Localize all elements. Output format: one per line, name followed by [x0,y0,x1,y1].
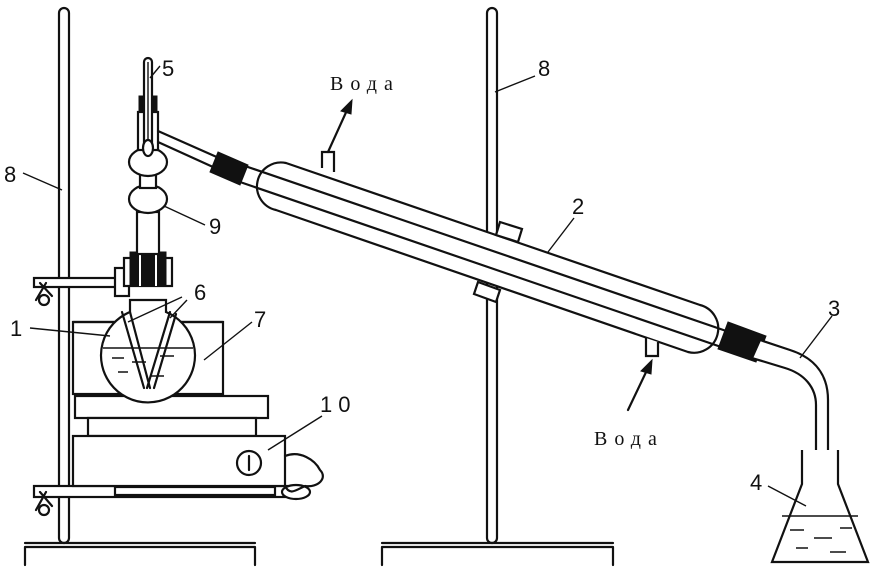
heater-neck [86,416,258,438]
leader-3 [799,315,833,359]
label-7: 7 [254,307,266,332]
heater-top-plate [73,394,270,420]
leader-4 [767,485,807,507]
condenser-clamp-upper [494,220,524,244]
upper-clamp-knob [37,293,51,307]
lower-clamp-knob [37,503,51,517]
leader-6b [169,299,188,319]
thermometer [138,56,158,158]
lower-clamp [32,483,312,517]
column-bulb-lower [127,183,169,215]
condenser-water-inlet [644,338,660,358]
water-flow-arrows [326,98,653,412]
upper-clamp-arm [32,276,126,289]
label-3: 3 [828,296,840,321]
leader-9 [163,205,206,226]
boiling-capillary-2 [145,310,172,390]
label-water-out: Вода [330,73,400,95]
leader-2 [547,217,575,253]
upper-clamp [32,266,131,307]
left-stand-rod [57,6,71,545]
water-out-arrow-head [340,98,353,115]
leader-7 [203,321,253,361]
condenser-clamp-lower [472,280,502,304]
upper-clamp-screw [34,281,54,302]
left-stand [23,6,257,567]
leader-5 [149,65,161,79]
leader-10 [267,415,323,451]
stopper-rubber [129,251,167,287]
boiling-capillary-2b [152,312,178,390]
label-2: 2 [572,194,584,219]
label-8-left: 8 [4,162,16,187]
receiving-flask-body [770,450,870,564]
condenser-water-outlet [320,150,336,172]
label-9: 9 [209,214,221,239]
leader-8-left [22,172,63,191]
heater-cord [283,453,324,493]
lower-clamp-screw [34,490,54,512]
boiling-capillary-1b [128,310,152,390]
leader-8-right [494,75,536,93]
receiving-flask-ripples [790,527,852,553]
side-arm [156,129,249,186]
label-6: 6 [194,280,206,305]
leader-lines [22,65,833,507]
flask-stopper [122,251,174,288]
boiling-capillary-1 [120,310,146,390]
side-arm-joint [209,151,249,186]
lower-clamp-grip [280,483,312,501]
water-out-arrow-shaft [326,106,350,154]
receiving-flask [770,450,870,564]
right-stand-base [380,545,615,567]
flask-liquid-ripples [112,355,174,377]
lower-clamp-rod [113,485,277,497]
column-lower-tube [135,210,161,256]
label-10: 10 [320,392,356,417]
round-bottom-flask [99,298,197,404]
water-in-arrow-head [640,358,653,375]
liebig-condenser [238,150,767,363]
thermometer-bulb [141,138,155,158]
water-in-arrow-shaft [626,366,650,412]
leader-6a [127,296,183,323]
electric-heater [71,394,324,493]
label-8-right: 8 [538,56,550,81]
leader-1 [29,327,111,337]
left-stand-base [23,545,257,567]
condenser-inner-tube-bottom [238,180,732,352]
label-water-in: Вода [594,428,664,450]
label-4: 4 [750,470,762,495]
label-1: 1 [10,316,22,341]
label-5: 5 [162,56,174,81]
condenser-inner-tube-top [243,164,737,336]
